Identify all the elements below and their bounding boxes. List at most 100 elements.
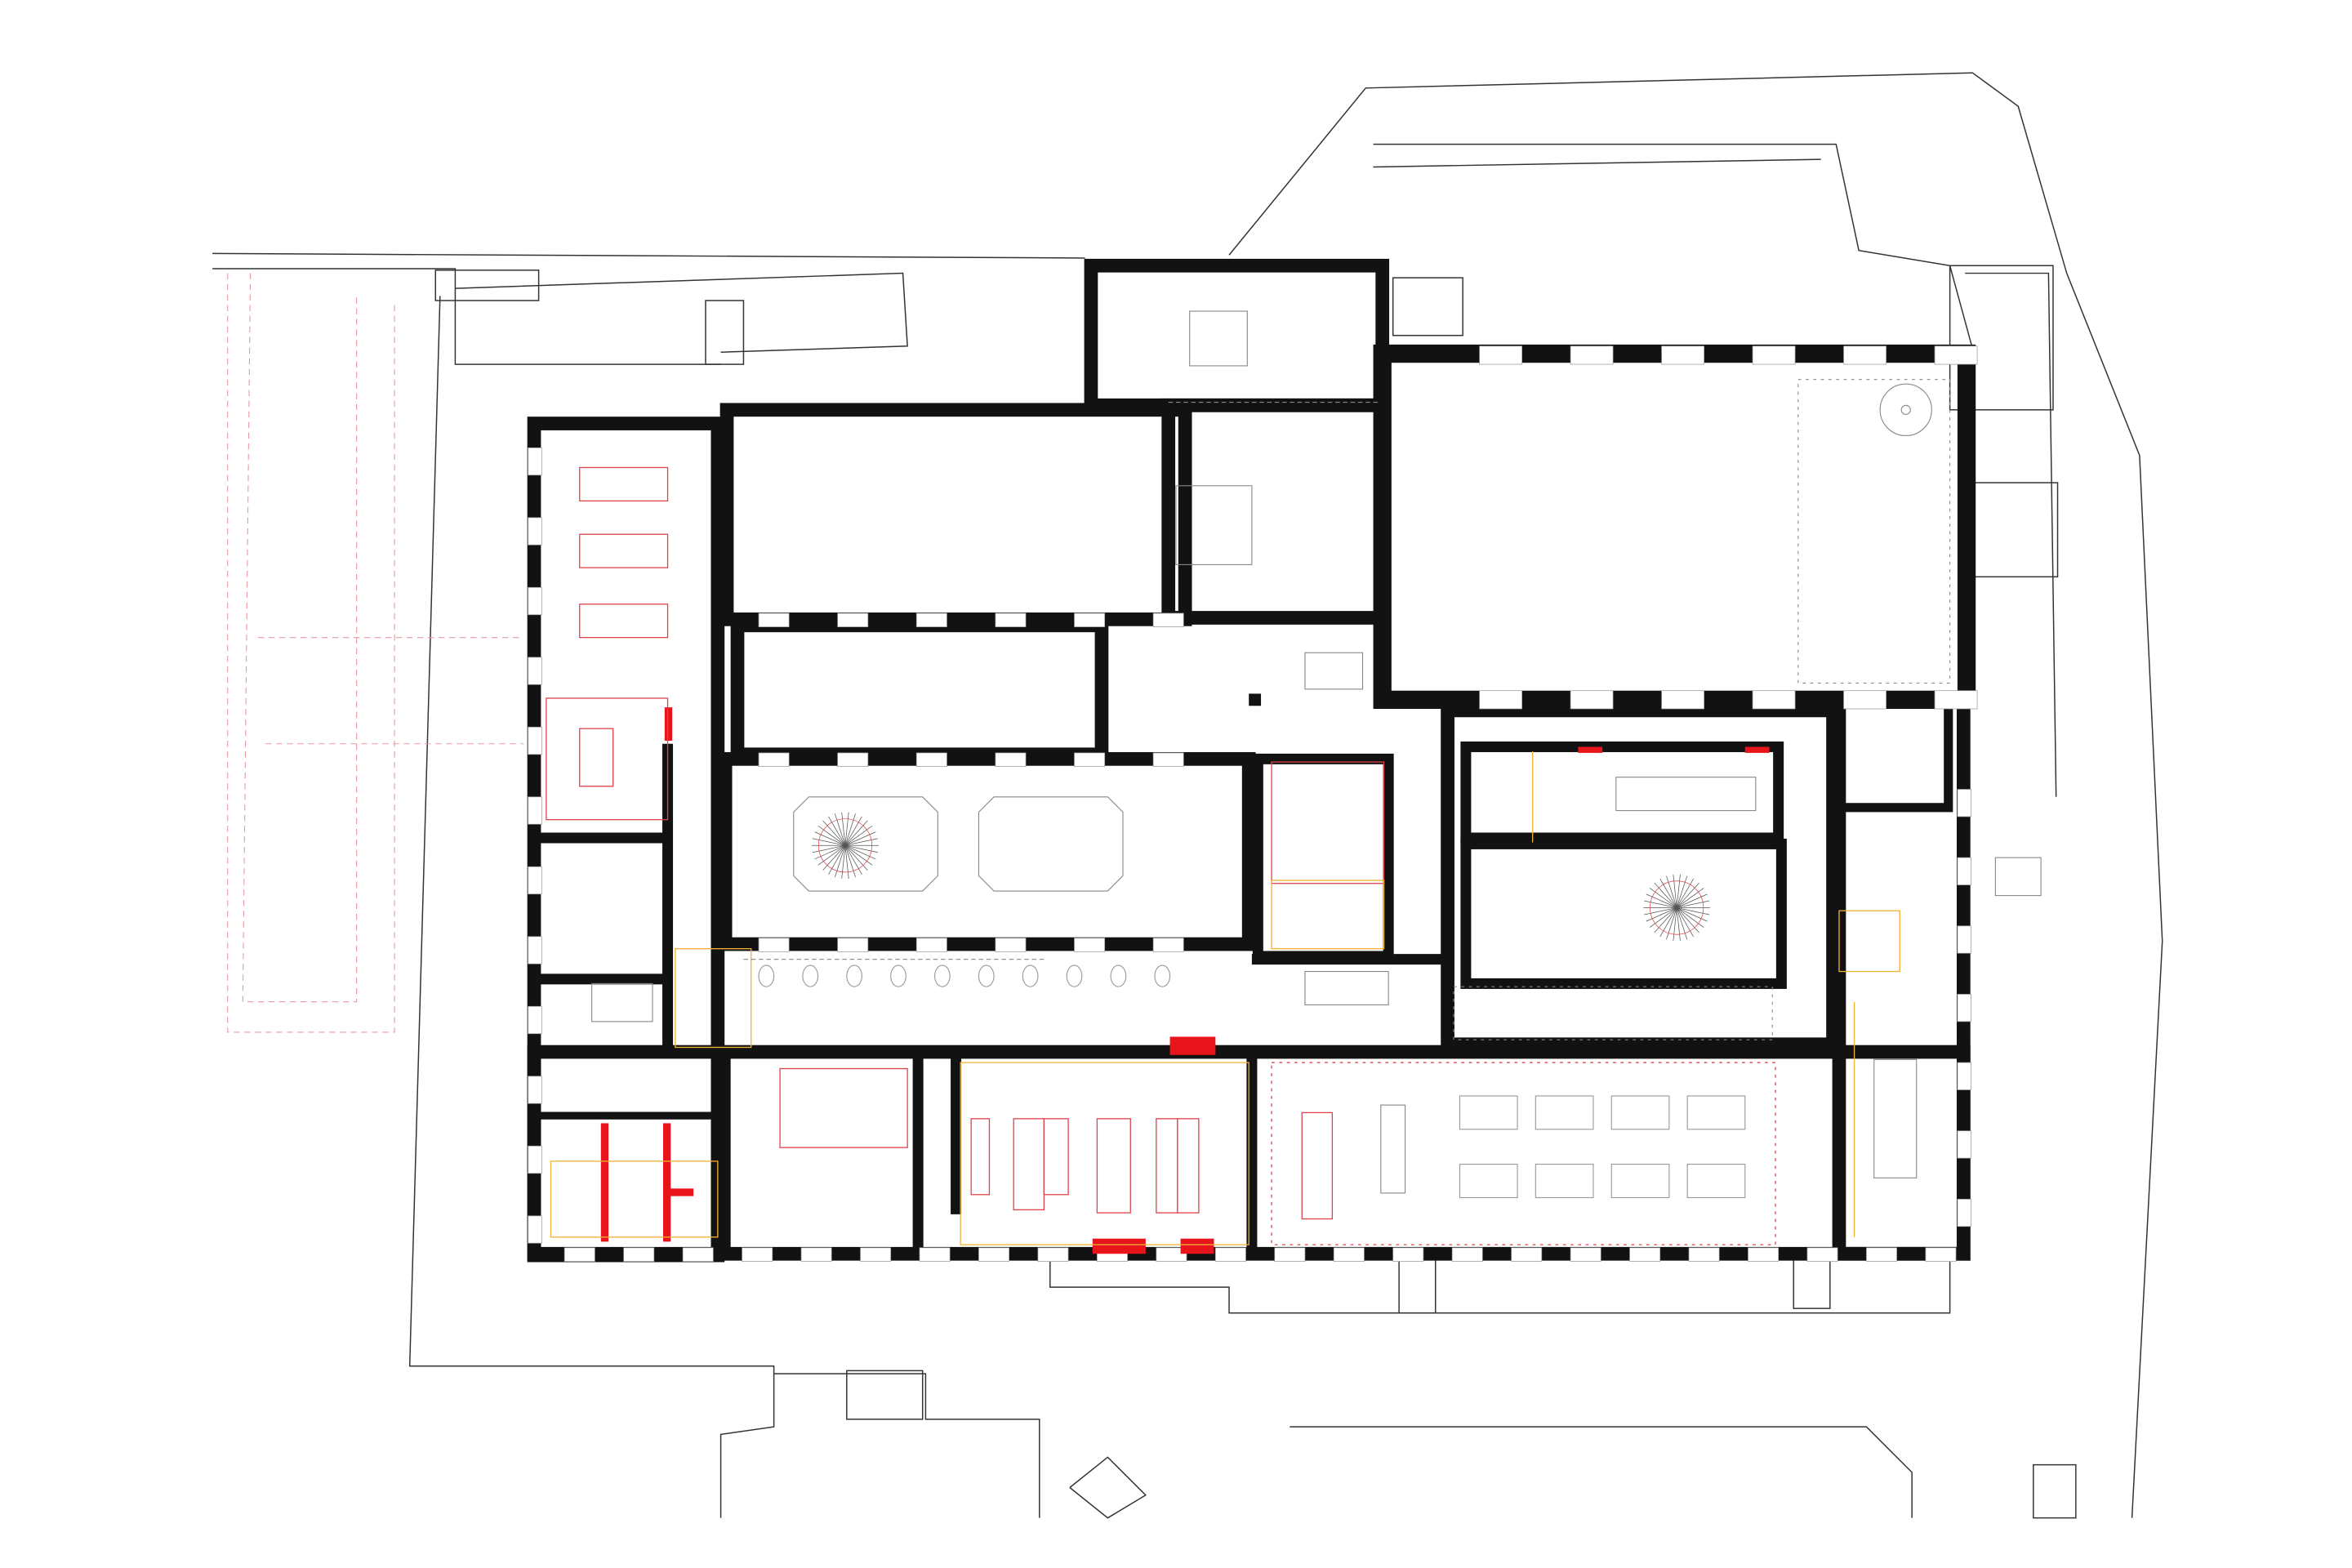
window: [1806, 1247, 1838, 1262]
branch: [844, 831, 876, 846]
window: [528, 796, 542, 825]
window: [528, 726, 542, 755]
window: [1843, 345, 1886, 365]
window: [682, 1247, 714, 1262]
branch: [822, 820, 846, 846]
window: [1957, 994, 1971, 1022]
branch: [1654, 907, 1677, 933]
table: [1686, 1095, 1746, 1130]
window: [1957, 925, 1971, 954]
column: [846, 964, 862, 987]
window: [837, 938, 869, 952]
branch: [834, 813, 846, 846]
column: [1154, 964, 1171, 987]
window: [1957, 857, 1971, 885]
branch: [1676, 874, 1681, 908]
window: [1479, 345, 1523, 365]
window: [919, 1247, 951, 1262]
branch: [844, 812, 849, 846]
window: [860, 1247, 892, 1262]
table: [1686, 1164, 1746, 1199]
branch: [1676, 882, 1699, 908]
branch: [1659, 878, 1677, 908]
window: [1843, 690, 1886, 710]
branch: [844, 813, 856, 846]
window: [1037, 1247, 1069, 1262]
window: [528, 586, 542, 616]
branch: [1677, 907, 1710, 915]
branch: [812, 838, 846, 846]
site-context: [212, 72, 2163, 1519]
window: [1074, 612, 1106, 627]
branch: [1676, 888, 1704, 908]
branch: [841, 845, 846, 879]
column: [890, 964, 906, 987]
window: [1570, 345, 1614, 365]
window: [978, 1247, 1009, 1262]
window: [995, 752, 1027, 767]
window: [1074, 752, 1106, 767]
stair-icon: [846, 1370, 924, 1420]
window: [528, 1215, 542, 1244]
window: [1866, 1247, 1897, 1262]
branch: [1676, 907, 1699, 933]
stair-icon: [1392, 277, 1463, 336]
window: [1333, 1247, 1365, 1262]
table: [1535, 1095, 1594, 1130]
branch: [1659, 907, 1677, 938]
branch: [822, 845, 846, 871]
window: [837, 752, 869, 767]
stair-icon: [705, 300, 745, 365]
branch: [1676, 878, 1694, 908]
tree-icon: [812, 812, 879, 879]
window: [1957, 1062, 1971, 1090]
branch: [844, 816, 862, 846]
column: [758, 964, 775, 987]
furniture: [546, 310, 1951, 1245]
column: [1066, 964, 1083, 987]
branch: [844, 845, 868, 871]
table: [1535, 1164, 1594, 1199]
window: [1152, 752, 1184, 767]
branch: [1677, 893, 1708, 908]
branch: [814, 831, 846, 846]
table: [1459, 1095, 1518, 1130]
tree-icon: [1643, 874, 1711, 942]
branch: [844, 844, 879, 853]
column: [978, 964, 995, 987]
window: [837, 612, 869, 627]
branch: [1666, 875, 1677, 908]
walls: [527, 258, 1976, 1263]
window: [1156, 1247, 1187, 1262]
window: [1957, 1198, 1971, 1227]
window: [1629, 1247, 1661, 1262]
branch: [1676, 907, 1681, 942]
branch: [1649, 907, 1677, 928]
column: [1110, 964, 1127, 987]
window: [758, 612, 790, 627]
branch: [1649, 888, 1677, 908]
window: [742, 1247, 773, 1262]
canopy: [1650, 880, 1704, 935]
branch: [1677, 907, 1708, 922]
window: [800, 1247, 832, 1262]
branch: [1676, 907, 1694, 938]
branch: [1654, 882, 1677, 908]
branch: [817, 825, 846, 846]
window: [1392, 1247, 1424, 1262]
window: [1752, 345, 1796, 365]
stair-icon: [1398, 1258, 1437, 1314]
window: [1214, 1247, 1246, 1262]
branch: [1676, 875, 1688, 908]
windows: [528, 345, 1978, 1262]
stair-icon: [1793, 1258, 1831, 1309]
branch: [844, 845, 862, 875]
branch: [844, 820, 868, 846]
branch: [828, 845, 846, 875]
window: [528, 1076, 542, 1104]
window: [1688, 1247, 1720, 1262]
window: [1934, 690, 1978, 710]
window: [1451, 1247, 1483, 1262]
table: [1610, 1095, 1670, 1130]
window: [915, 938, 947, 952]
